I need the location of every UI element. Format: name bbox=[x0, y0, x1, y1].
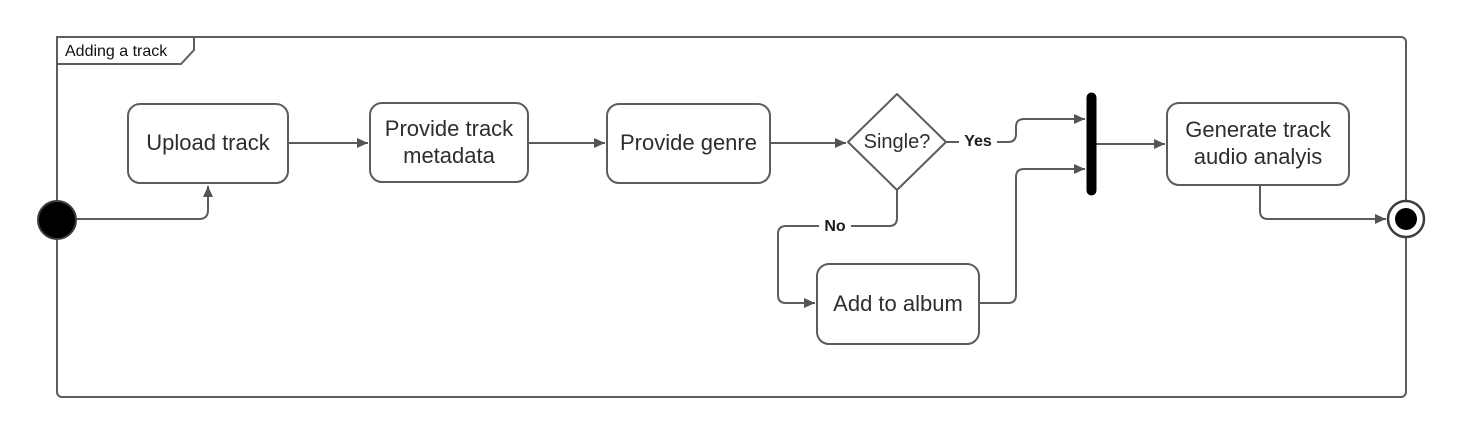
activity-upload-track bbox=[127, 103, 289, 184]
edge-decision-no-to-album bbox=[777, 190, 898, 308]
activity-provide-genre bbox=[606, 103, 771, 184]
activity-provide-track-metadata bbox=[369, 102, 529, 183]
edge-start-to-upload bbox=[76, 186, 213, 220]
edge-generate-to-end bbox=[1259, 185, 1386, 224]
final-node-icon bbox=[1395, 208, 1417, 230]
activity-generate-track-audio-analysis bbox=[1166, 102, 1350, 186]
edge-decision-yes-to-join bbox=[946, 114, 1085, 143]
join-bar bbox=[1086, 92, 1097, 196]
activity-add-to-album bbox=[816, 263, 980, 345]
decision-single-diamond bbox=[847, 93, 947, 191]
frame-border bbox=[56, 36, 1407, 398]
edge-album-to-join bbox=[979, 164, 1085, 304]
frame-title-tab bbox=[56, 36, 195, 65]
initial-node-icon bbox=[37, 200, 77, 240]
